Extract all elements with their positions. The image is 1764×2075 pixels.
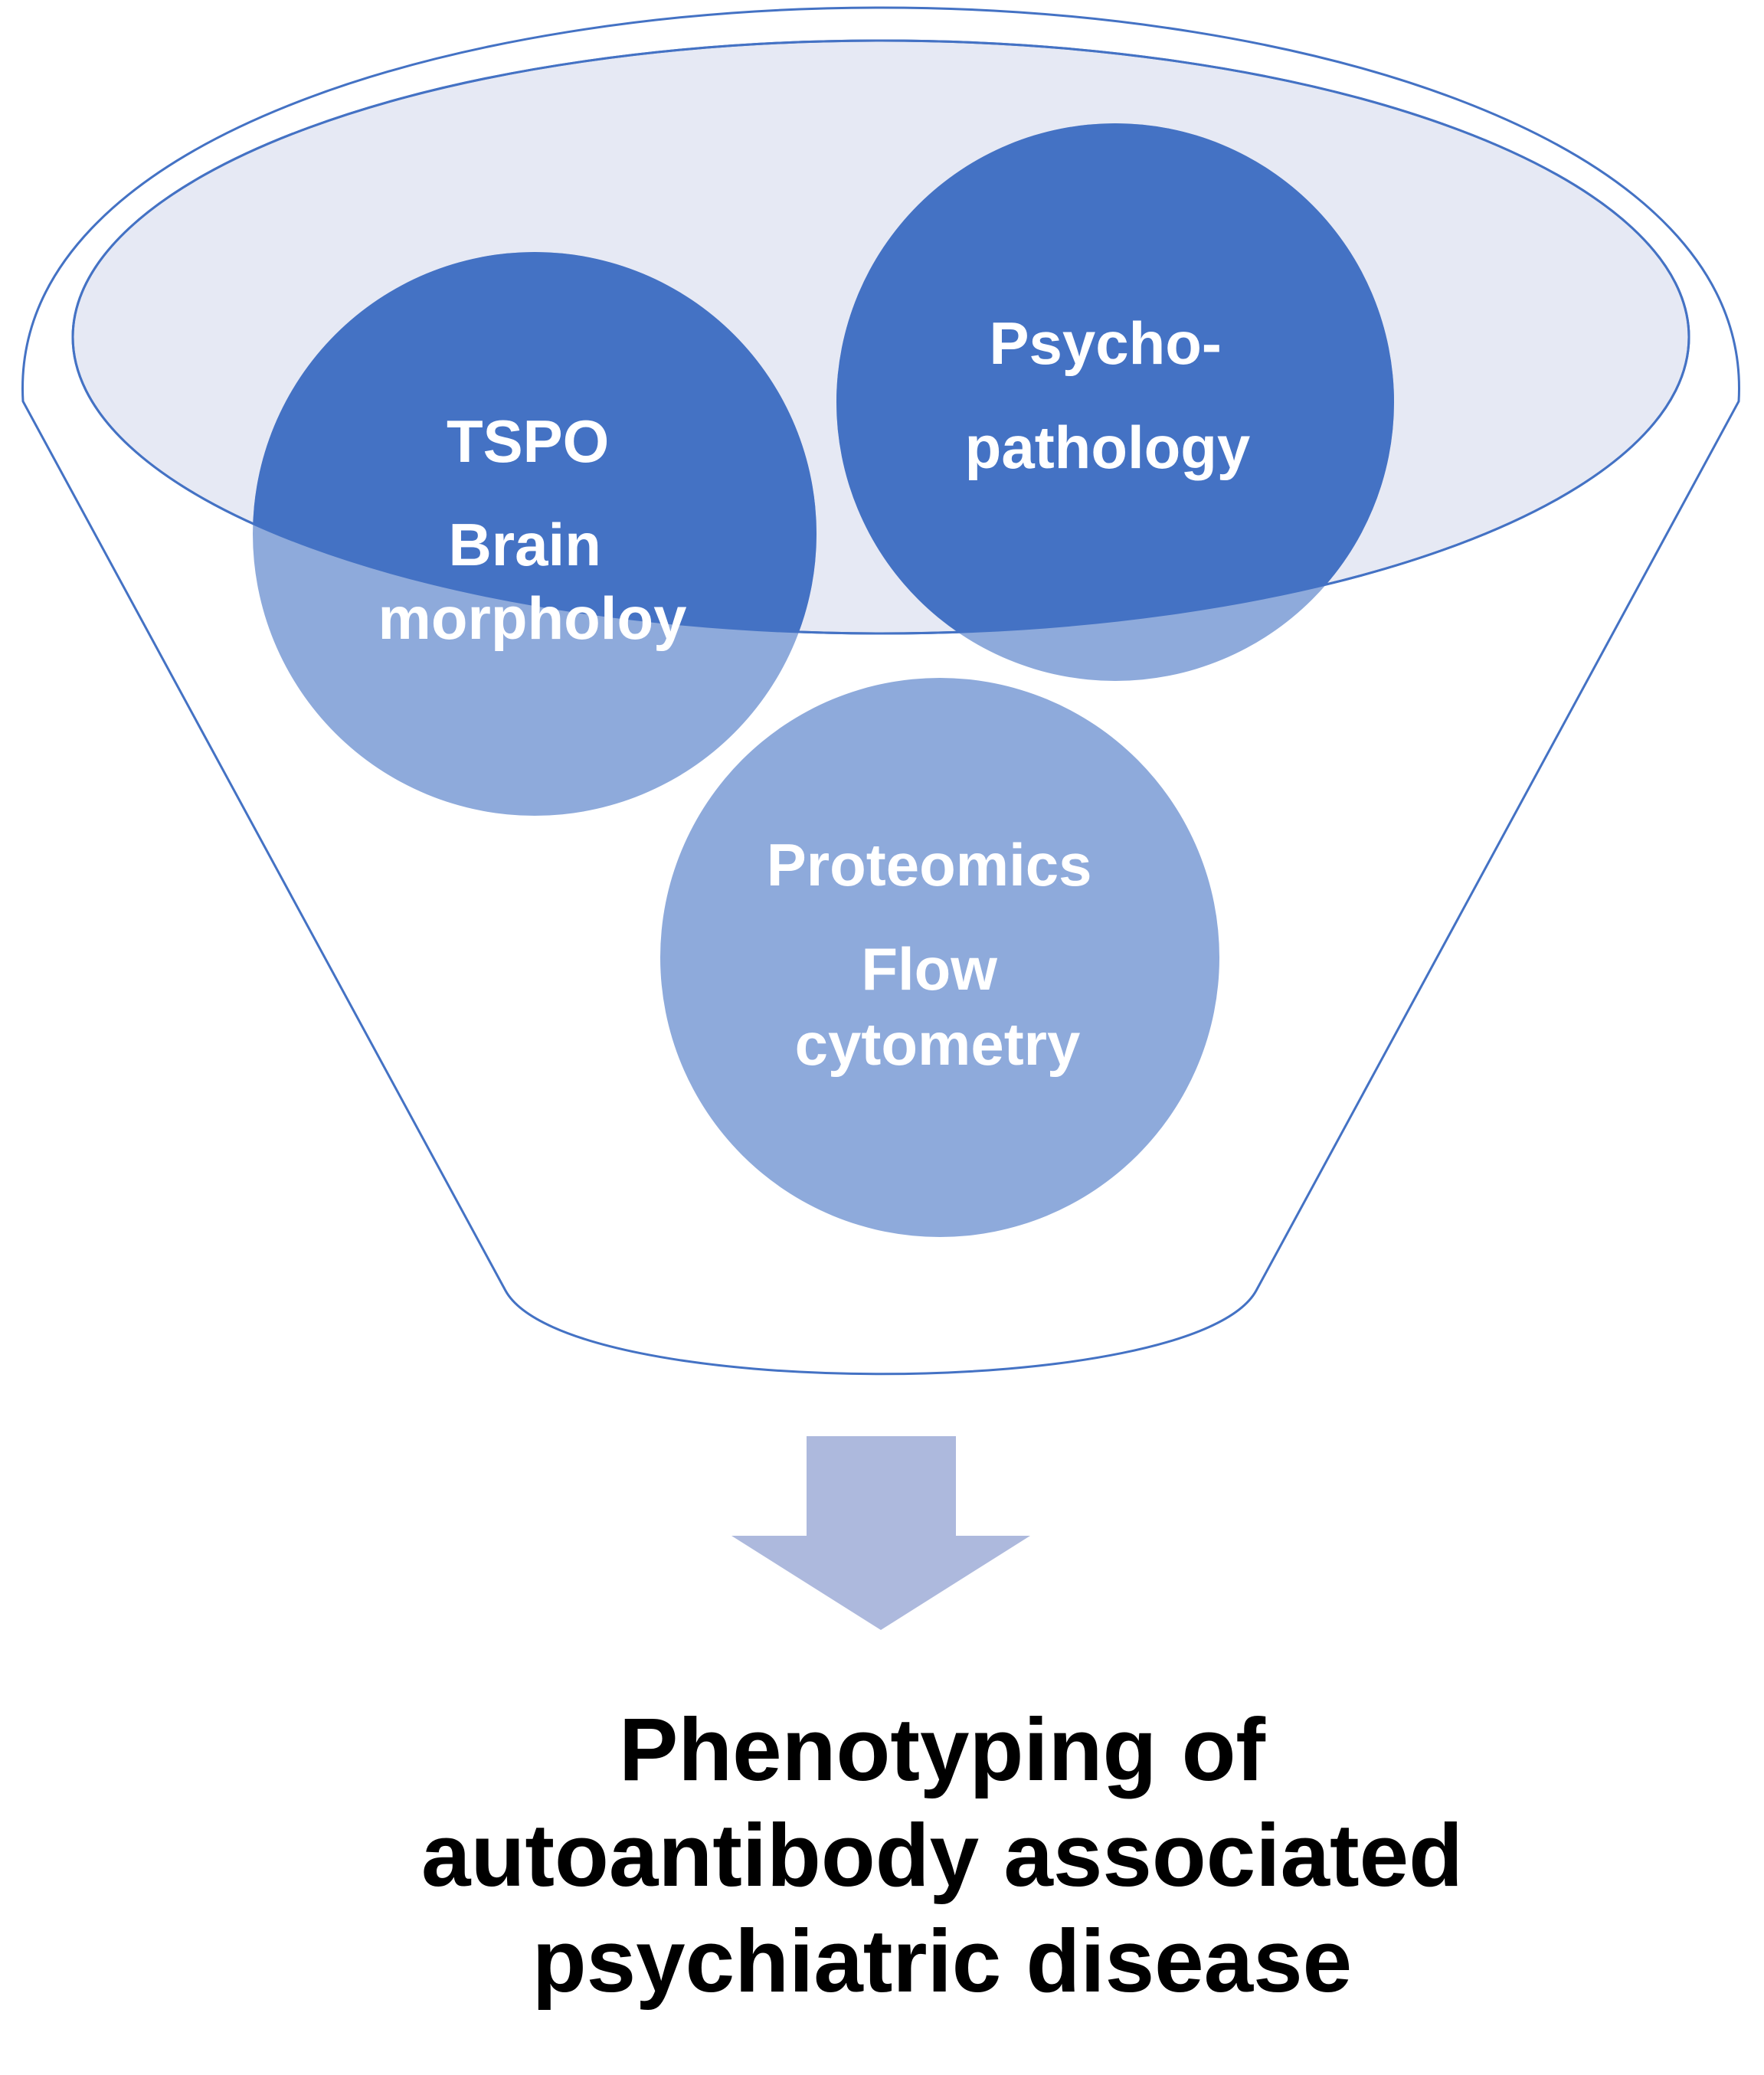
funnel-rim-outline [71, 39, 1690, 635]
proteomics-label-line-2: Flow [861, 935, 997, 1003]
down-arrow-icon [731, 1436, 1030, 1630]
psycho-label-line-2: pathology [965, 414, 1251, 481]
outcome-line-3: psychiatric disease [532, 1911, 1353, 2011]
outcome-title: Phenotyping of autoantibody associated p… [191, 1697, 1693, 2014]
outcome-line-1: Phenotyping of [618, 1700, 1266, 1799]
psycho-label: Psycho- pathology [965, 309, 1251, 481]
tspo-circle-upper [253, 252, 817, 633]
proteomics-label-line-1: Proteomics [767, 831, 1092, 898]
tspo-label-line-2: Brain [448, 511, 601, 578]
outcome-line-2: autoantibody associated [421, 1805, 1464, 1905]
rim-overlap [253, 123, 1394, 633]
proteomics-label-line-3: cytometry [795, 1010, 1081, 1078]
psycho-label-line-1: Psycho- [989, 309, 1221, 377]
tspo-label: TSPO Brain morpholoy [378, 407, 687, 652]
tspo-label-line-1: TSPO [447, 407, 609, 475]
proteomics-circle [660, 678, 1219, 1237]
proteomics-label: Proteomics Flow cytometry [767, 831, 1108, 1078]
tspo-label-line-3: morpholoy [378, 584, 687, 652]
psycho-circle-upper [836, 123, 1394, 633]
